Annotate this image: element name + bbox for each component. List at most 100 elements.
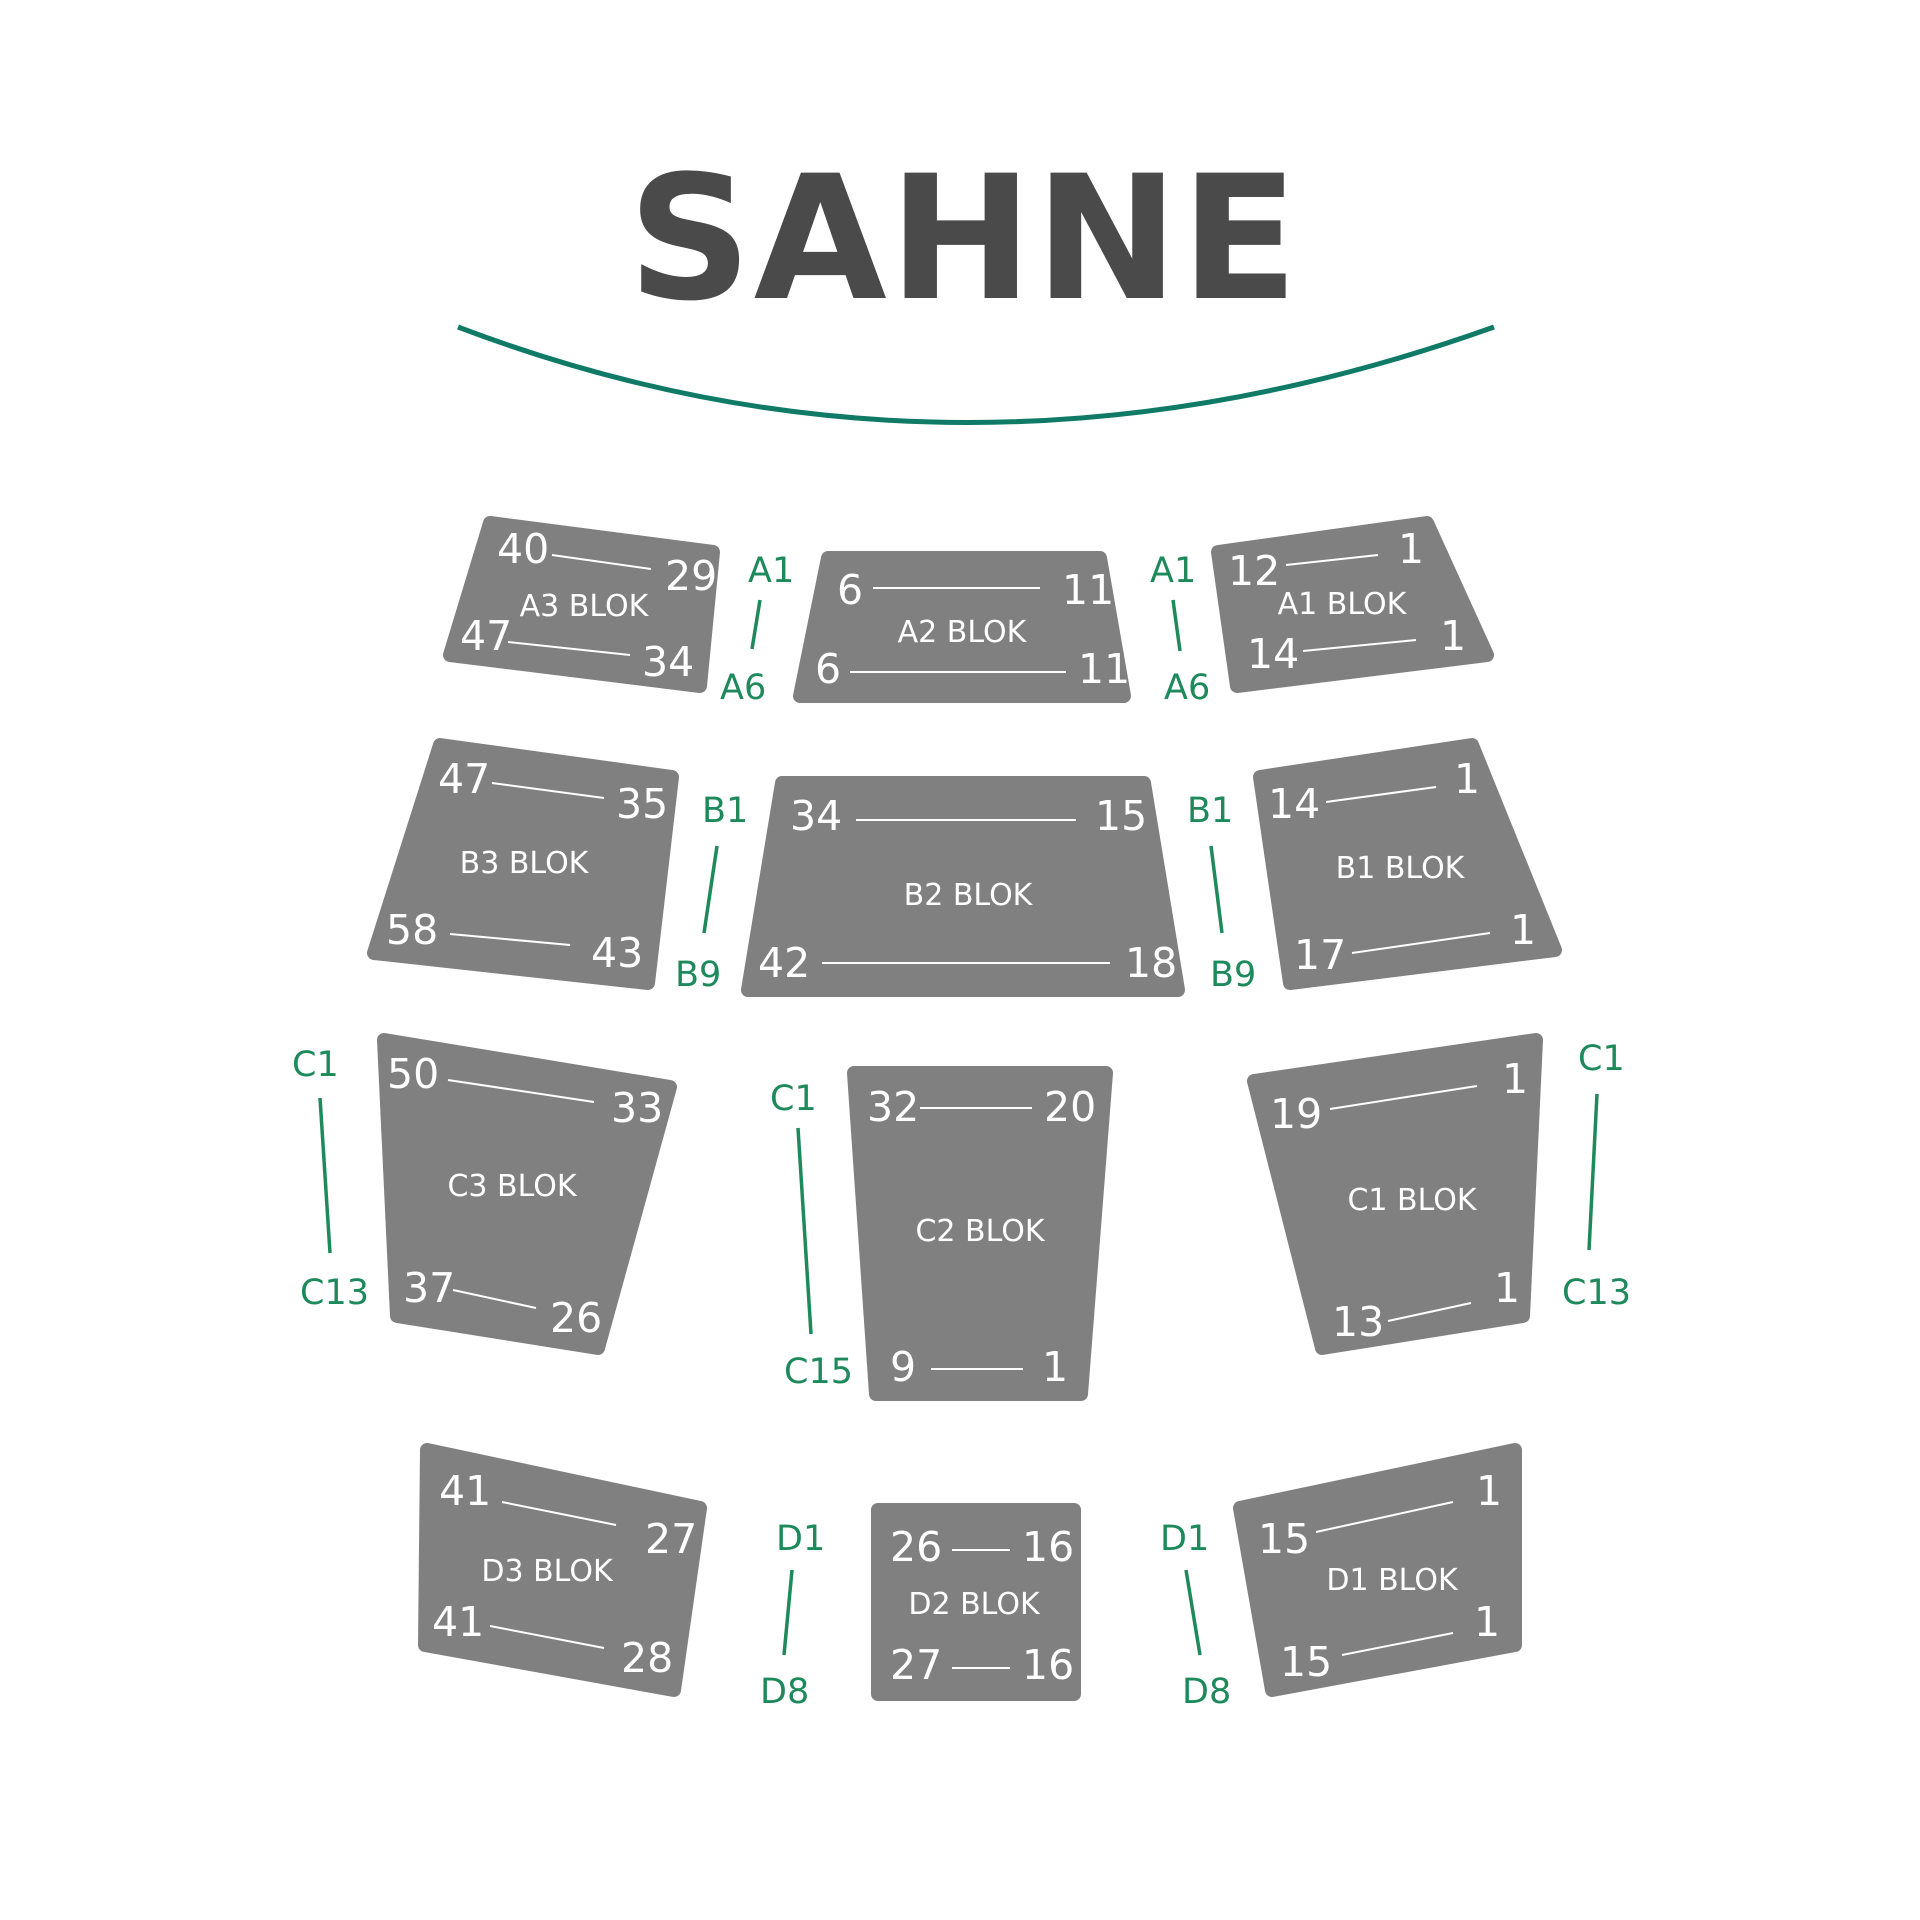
seat-number: 15 (1258, 1515, 1310, 1563)
block-shape (1253, 738, 1562, 990)
seat-number: 15 (1280, 1638, 1332, 1686)
block-shape (443, 516, 720, 693)
seat-number: 13 (1332, 1298, 1384, 1346)
row-indicator (1184, 1569, 1202, 1656)
seat-number: 42 (758, 939, 810, 987)
row-label-first: C1 (1578, 1039, 1625, 1079)
seat-number: 16 (1022, 1641, 1074, 1689)
block-label: A2 BLOK (898, 615, 1028, 650)
row-line (452, 1289, 537, 1309)
row-indicator (1587, 1093, 1599, 1251)
block-label: C1 BLOK (1347, 1183, 1477, 1218)
block-c3[interactable]: 50 33 C3 BLOK 37 26 (377, 1033, 677, 1355)
seat-number: 11 (1062, 566, 1114, 614)
seat-number: 1 (1476, 1467, 1502, 1515)
seat-number: 58 (386, 906, 438, 954)
seat-number: 27 (890, 1641, 942, 1689)
seat-number: 41 (439, 1467, 491, 1515)
block-shape (367, 738, 679, 990)
seat-number: 37 (403, 1264, 455, 1312)
seat-number: 1 (1510, 906, 1536, 954)
block-b1[interactable]: 14 1 B1 BLOK 17 1 (1253, 738, 1562, 990)
block-shape (793, 551, 1131, 703)
seat-number: 26 (550, 1294, 602, 1342)
block-shape (871, 1503, 1081, 1701)
seat-number: 20 (1044, 1083, 1096, 1131)
row-line (1329, 1085, 1478, 1110)
row-line (449, 933, 571, 946)
seat-number: 1 (1454, 755, 1480, 803)
row-label-last: D8 (1182, 1672, 1231, 1712)
row-label-first: D1 (1160, 1519, 1209, 1559)
row-indicator (702, 845, 719, 934)
seat-number: 27 (645, 1515, 697, 1563)
row-label-first: C1 (292, 1045, 339, 1085)
row-label-last: D8 (760, 1672, 809, 1712)
row-label-first: D1 (776, 1519, 825, 1559)
row-line (501, 1501, 617, 1526)
block-d2[interactable]: 26 16 D2 BLOK 27 16 (871, 1503, 1081, 1701)
row-label-last: B9 (675, 955, 721, 995)
seat-number: 19 (1270, 1090, 1322, 1138)
block-a1[interactable]: 12 1 A1 BLOK 14 1 (1211, 516, 1494, 693)
block-shape (1247, 1033, 1543, 1355)
block-a2[interactable]: 6 11 A2 BLOK 6 11 (793, 551, 1131, 703)
row-line (491, 782, 605, 799)
block-shape (1211, 516, 1494, 693)
seat-number: 34 (642, 638, 694, 686)
block-label: A1 BLOK (1278, 587, 1408, 622)
seat-number: 33 (611, 1084, 663, 1132)
row-label-last: B9 (1210, 955, 1256, 995)
seat-number: 17 (1294, 931, 1346, 979)
block-b2[interactable]: 34 15 B2 BLOK 42 18 (741, 776, 1185, 997)
row-line (447, 1079, 595, 1103)
block-c2[interactable]: 32 20 C2 BLOK 9 1 (847, 1066, 1113, 1401)
seat-number: 16 (1022, 1523, 1074, 1571)
block-label: A3 BLOK (520, 589, 650, 624)
block-shape (741, 776, 1185, 997)
seat-number: 11 (1078, 645, 1130, 693)
block-d1[interactable]: 15 1 D1 BLOK 15 1 (1233, 1443, 1522, 1697)
row-indicator (1171, 599, 1182, 652)
row-indicator (796, 1127, 813, 1335)
block-shape (1233, 1443, 1522, 1697)
block-label: B2 BLOK (904, 878, 1034, 913)
seat-number: 50 (387, 1050, 439, 1098)
seat-number: 29 (665, 552, 717, 600)
seat-number: 41 (432, 1598, 484, 1646)
block-shape (847, 1066, 1113, 1401)
row-line (489, 1625, 605, 1649)
row-line (1285, 554, 1379, 566)
block-label: B1 BLOK (1336, 851, 1466, 886)
row-line (1302, 639, 1417, 652)
seat-number: 1 (1042, 1343, 1068, 1391)
row-line (1387, 1302, 1472, 1322)
row-line (1315, 1501, 1454, 1533)
seat-number: 47 (460, 612, 512, 660)
seat-number: 28 (621, 1634, 673, 1682)
seat-number: 18 (1125, 939, 1177, 987)
block-c1[interactable]: 19 1 C1 BLOK 13 1 (1247, 1033, 1543, 1355)
row-label-last: A6 (720, 668, 766, 708)
seat-number: 26 (890, 1523, 942, 1571)
seat-number: 9 (890, 1343, 916, 1391)
row-label-last: C13 (1562, 1273, 1631, 1313)
row-line (1325, 786, 1437, 803)
stage-title: SAHNE (628, 138, 1300, 339)
row-label-last: C13 (300, 1273, 369, 1313)
block-b3[interactable]: 47 35 B3 BLOK 58 43 (367, 738, 679, 990)
seat-number: 15 (1095, 792, 1147, 840)
row-indicator (750, 599, 762, 650)
block-label: D1 BLOK (1326, 1563, 1459, 1598)
block-label: C2 BLOK (915, 1214, 1045, 1249)
block-label: D3 BLOK (481, 1554, 614, 1589)
block-a3[interactable]: 40 29 A3 BLOK 47 34 (443, 516, 720, 693)
seat-number: 6 (837, 566, 863, 614)
block-shape (418, 1443, 707, 1697)
row-label-first: B1 (702, 791, 748, 831)
row-line (1341, 1632, 1454, 1656)
row-label-last: A6 (1164, 668, 1210, 708)
row-label-first: A1 (1150, 551, 1196, 591)
block-d3[interactable]: 41 27 D3 BLOK 41 28 (418, 1443, 707, 1697)
